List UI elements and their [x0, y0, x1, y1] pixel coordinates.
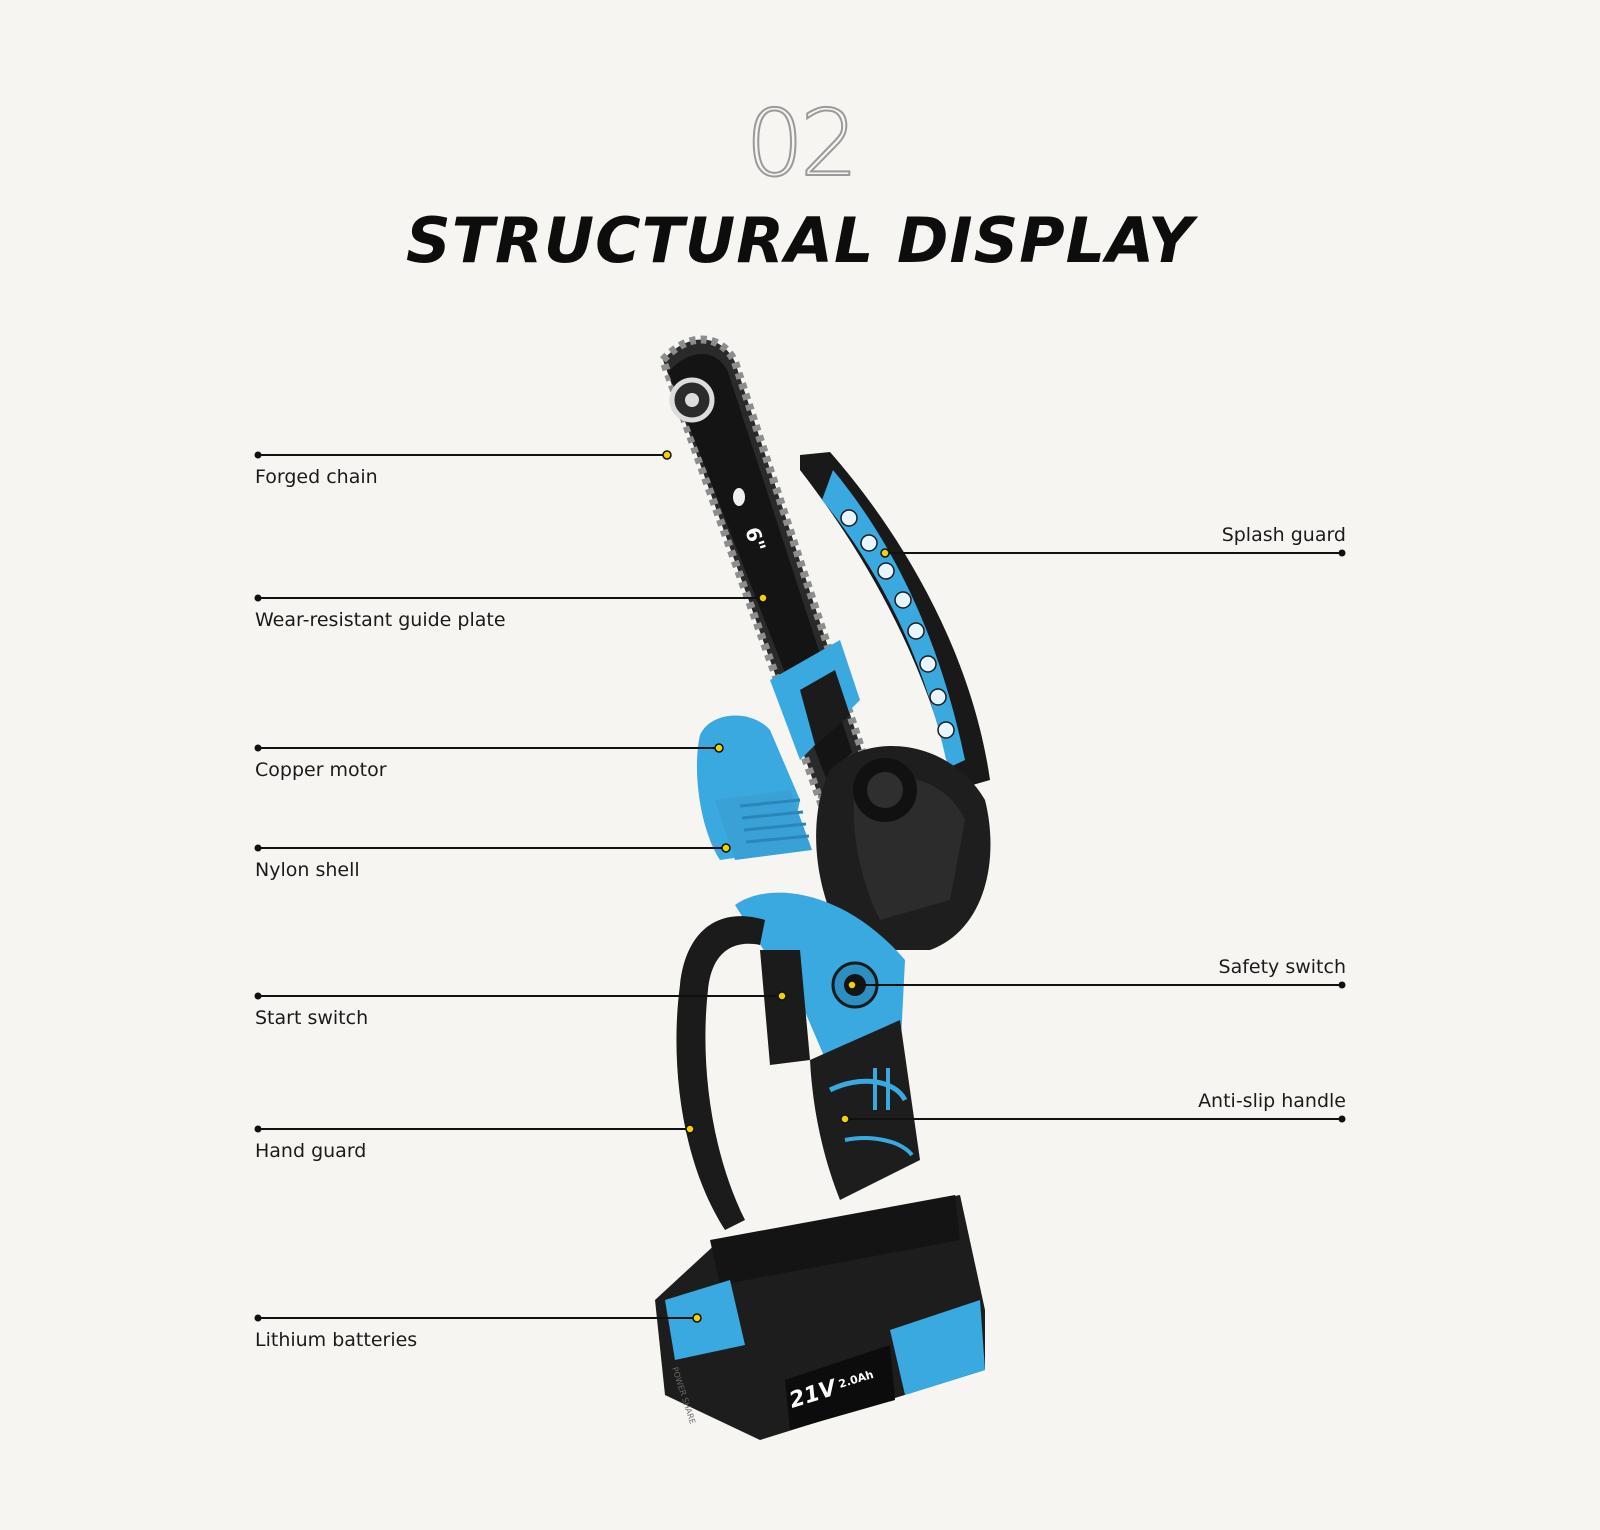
gear-head: [816, 746, 991, 950]
anti-slip-handle: [810, 1020, 920, 1200]
label-splash-guard: Splash guard: [1221, 524, 1346, 546]
label-nylon-shell: Nylon shell: [255, 859, 360, 881]
battery-pack: 21V 2.0Ah POWER SHARE: [655, 1195, 985, 1440]
pin-dots: [662, 450, 890, 1323]
section-number: 02: [744, 90, 859, 197]
leader-end-dots: [254, 451, 1346, 1322]
leader-lines: [258, 454, 1342, 1319]
main-body: [735, 892, 920, 1200]
start-switch: [760, 950, 810, 1065]
label-forged-chain: Forged chain: [255, 466, 378, 488]
label-lithium-batteries: Lithium batteries: [255, 1329, 418, 1351]
motor-housing: [696, 640, 860, 860]
hand-guard: [676, 916, 765, 1230]
page-title: STRUCTURAL DISPLAY: [406, 204, 1194, 277]
label-anti-slip-handle: Anti-slip handle: [1198, 1090, 1346, 1112]
label-start-switch: Start switch: [255, 1007, 369, 1029]
label-safety-switch: Safety switch: [1218, 956, 1346, 978]
splash-guard: [800, 452, 990, 790]
label-copper-motor: Copper motor: [255, 759, 387, 781]
label-guide-plate: Wear-resistant guide plate: [255, 609, 506, 631]
label-hand-guard: Hand guard: [255, 1140, 367, 1162]
